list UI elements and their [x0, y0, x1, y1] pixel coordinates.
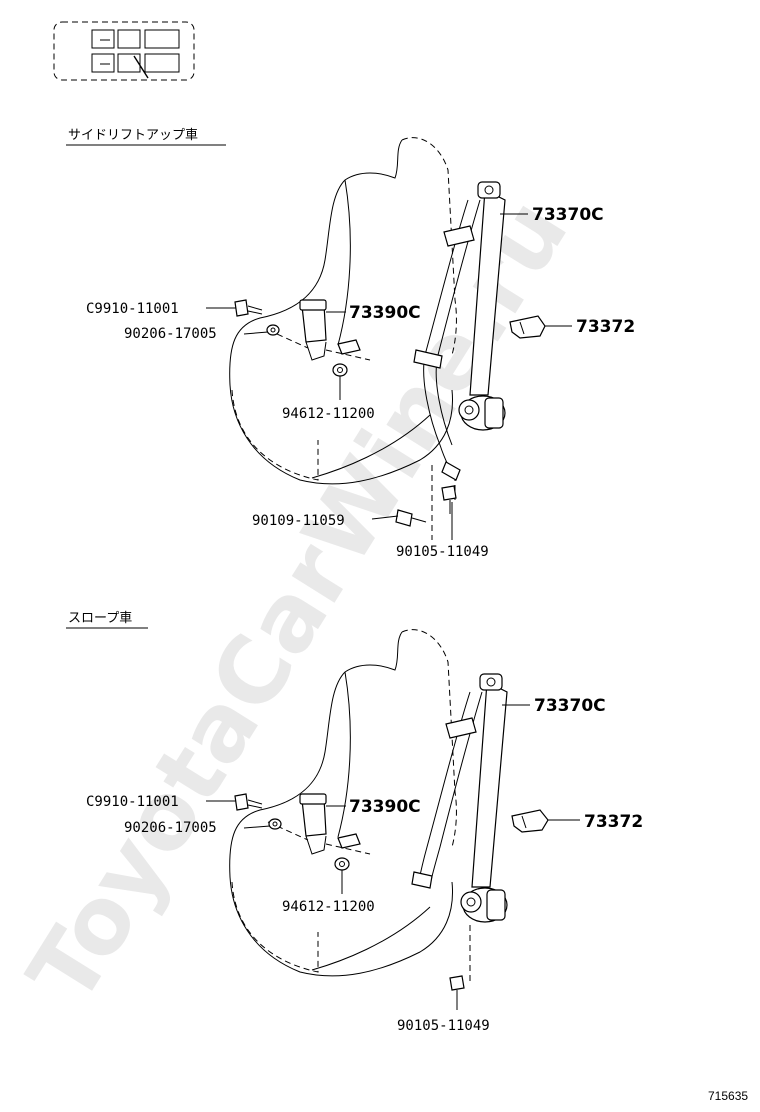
label-cover: 73372 [576, 317, 635, 337]
bolt-90109 [395, 509, 427, 527]
label-bolt-c9910: C9910-11001 [86, 794, 179, 810]
label-nut: 94612-11200 [282, 406, 375, 422]
section-side-liftup: サイドリフトアップ車 [66, 128, 635, 560]
seat-belt-assembly [411, 673, 508, 985]
cover-part [509, 315, 546, 339]
buckle-part [267, 793, 371, 855]
label-belt-assembly: 73370C [532, 205, 604, 225]
label-washer: 90206-17005 [124, 326, 217, 342]
bolt-c9910 [234, 299, 263, 317]
retractor [460, 887, 508, 923]
section-heading: サイドリフトアップ車 [68, 128, 198, 143]
bolt-c9910 [234, 793, 263, 811]
label-buckle: 73390C [349, 797, 421, 817]
section-slope: スロープ車 [66, 611, 643, 1034]
label-nut: 94612-11200 [282, 899, 375, 915]
label-belt-assembly: 73370C [534, 696, 606, 716]
label-cover: 73372 [584, 812, 643, 832]
nut-94612 [334, 857, 350, 871]
seat-outline [229, 137, 457, 485]
seat-belt-assembly [413, 181, 506, 540]
figure-number: 715635 [708, 1089, 748, 1103]
retractor [458, 395, 506, 431]
label-bolt-90105: 90105-11049 [396, 544, 489, 560]
washer-90206 [266, 324, 280, 336]
label-bolt-90105: 90105-11049 [397, 1018, 490, 1034]
label-bolt-90109: 90109-11059 [252, 513, 345, 529]
cover-part [511, 809, 549, 833]
vehicle-seat-layout-icon [53, 21, 195, 81]
nut-94612 [332, 363, 348, 377]
label-bolt-c9910: C9910-11001 [86, 301, 179, 317]
label-buckle: 73390C [349, 303, 421, 323]
section-heading: スロープ車 [68, 611, 132, 626]
bolt-90105 [441, 485, 457, 514]
label-washer: 90206-17005 [124, 820, 217, 836]
seat-outline [229, 629, 457, 977]
washer-90206 [268, 818, 282, 830]
buckle-part [267, 299, 371, 361]
